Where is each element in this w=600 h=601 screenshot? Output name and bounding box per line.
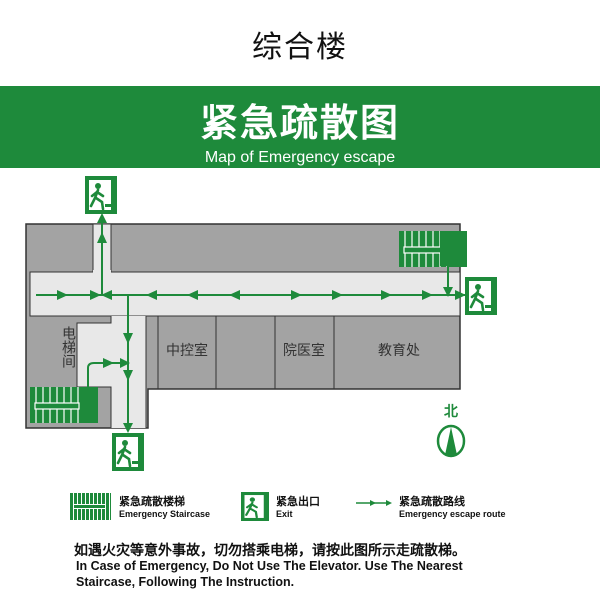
legend-staircase: 紧急疏散楼梯 Emergency Staircase [119, 493, 210, 519]
exit-sign-east [463, 275, 499, 317]
room-label-clinic: 院医室 [283, 342, 325, 359]
legend-exit: 紧急出口 Exit [276, 493, 320, 519]
room-label-education: 教育处 [378, 343, 420, 359]
legend-route-en: Emergency escape route [399, 509, 506, 519]
staircase-icon [70, 493, 111, 520]
legend-staircase-en: Emergency Staircase [119, 509, 211, 519]
legend-exit-en: Exit [276, 509, 293, 519]
map-title-cn: 紧急疏散图 [199, 101, 400, 145]
exit-sign-south [110, 431, 146, 473]
legend-staircase-cn: 紧急疏散楼梯 [119, 495, 185, 508]
elevator-hall [77, 323, 111, 387]
building-title: 综合楼 [252, 30, 348, 65]
exit-icon [241, 492, 269, 521]
room-label-control: 中控室 [166, 342, 208, 359]
exit-sign-north [83, 174, 119, 216]
notice-cn: 如遇火灾等意外事故，切勿搭乘电梯，请按此图所示走疏散梯。 [74, 543, 466, 559]
room-label-elevator: 电梯间 [60, 326, 76, 368]
legend-route: 紧急疏散路线 Emergency escape route [399, 493, 506, 519]
title-banner: 紧急疏散图 Map of Emergency escape [0, 86, 600, 168]
notice-en-line2: Staircase, Following The Instruction. [76, 575, 295, 589]
route-arrow-icon [356, 500, 392, 506]
north-label: 北 [444, 404, 458, 420]
route-arrowheads [57, 232, 466, 381]
legend-exit-cn: 紧急出口 [276, 495, 320, 508]
legend-route-cn: 紧急疏散路线 [399, 495, 465, 508]
notice-en-line1: In Case of Emergency, Do Not Use The Ele… [76, 559, 463, 573]
floor-plan: 中控室 院医室 教育处 北 [25, 174, 499, 473]
staircase-southwest [29, 386, 99, 424]
map-title-en: Map of Emergency escape [204, 149, 396, 166]
compass-icon [436, 424, 466, 458]
